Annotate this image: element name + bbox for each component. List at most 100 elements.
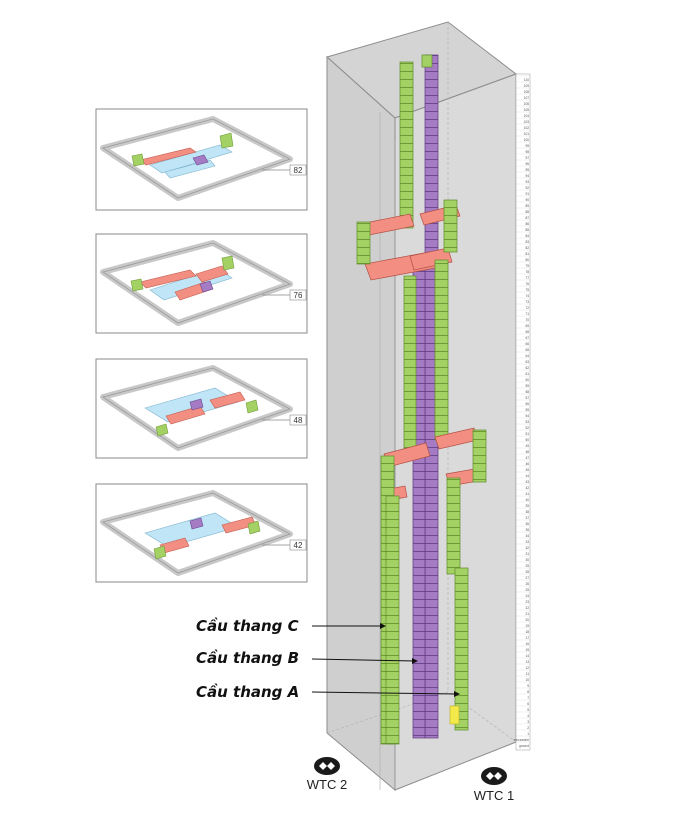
floor-scale-label: 102 xyxy=(524,126,530,130)
floor-scale-label: 80 xyxy=(525,258,529,262)
floor-scale-label: 52 xyxy=(525,426,529,430)
stair-a-callout: Cầu thang A xyxy=(196,682,460,701)
floor-scale-label: 68 xyxy=(525,330,529,334)
floor-scale-label: 43 xyxy=(525,480,529,484)
floor-scale-label: 104 xyxy=(524,114,530,118)
stairwell-upper-green-left xyxy=(399,61,414,229)
floor-scale-label: 75 xyxy=(525,288,529,292)
wtc-1-label: WTC 1 xyxy=(474,788,514,803)
wtc-2-label: WTC 2 xyxy=(307,777,347,792)
floor-scale-label: 60 xyxy=(525,378,529,382)
floor-scale-label: 44 xyxy=(525,474,529,478)
floor-scale-label: 67 xyxy=(525,336,529,340)
floor-scale-label: ground xyxy=(519,744,529,748)
stair-b-callout: Cầu thang B xyxy=(196,648,418,667)
floor-scale-label: 6 xyxy=(527,702,529,706)
floor-scale-label: 37 xyxy=(525,516,529,520)
floor-scale-label: 73 xyxy=(525,300,529,304)
floor-scale-label: 21 xyxy=(525,612,529,616)
floor-label-82: 82 xyxy=(294,166,303,175)
floor-scale-label: 93 xyxy=(525,180,529,184)
floor-scale-label: 17 xyxy=(525,636,529,640)
floor-scale-label: 98 xyxy=(525,150,529,154)
floor-scale-label: 24 xyxy=(525,594,529,598)
floor-scale-label: 19 xyxy=(525,624,529,628)
floor-scale-label: 56 xyxy=(525,402,529,406)
floor-scale-label: 26 xyxy=(525,582,529,586)
floor-scale-label: 88 xyxy=(525,210,529,214)
floor-scale-label: 100 xyxy=(524,138,530,142)
stairwell-middle-green xyxy=(403,259,449,451)
floor-scale: 1101091081071061051041031021011009998979… xyxy=(514,73,531,751)
transfer-corridor-lower xyxy=(383,427,487,502)
floor-scale-label: 64 xyxy=(525,354,529,358)
floor-scale-label: 94 xyxy=(525,174,529,178)
floor-scale-label: 95 xyxy=(525,168,529,172)
floor-scale-label: 31 xyxy=(525,552,529,556)
stair-c-label: Cầu thang C xyxy=(196,616,299,635)
stair-a-label: Cầu thang A xyxy=(196,682,299,701)
floor-scale-label: 32 xyxy=(525,546,529,550)
floor-scale-label: 108 xyxy=(524,90,530,94)
floor-plan-48: 48 xyxy=(95,358,308,459)
floor-scale-label: 76 xyxy=(525,282,529,286)
floor-scale-label: 57 xyxy=(525,396,529,400)
floor-scale-label: 50 xyxy=(525,438,529,442)
floor-scale-label: 101 xyxy=(524,132,530,136)
floor-scale-label: 48 xyxy=(525,450,529,454)
floor-plan-82: 82 xyxy=(95,108,308,211)
floor-scale-label: 85 xyxy=(525,228,529,232)
wtc-2-logo: WTC 2 xyxy=(307,757,347,792)
floor-scale-label: 97 xyxy=(525,156,529,160)
floor-scale-label: 59 xyxy=(525,384,529,388)
floor-scale-label: 38 xyxy=(525,510,529,514)
floor-scale-label: 109 xyxy=(524,84,530,88)
floor-scale-label: 27 xyxy=(525,576,529,580)
floor-scale-label: 20 xyxy=(525,618,529,622)
floor-scale-label: 110 xyxy=(524,78,529,82)
floor-scale-label: 42 xyxy=(525,486,529,490)
floor-scale-label: 22 xyxy=(525,606,529,610)
floor-scale-label: 77 xyxy=(525,276,529,280)
floor-scale-label: 10 xyxy=(525,678,529,682)
stairwell-right-middle xyxy=(446,477,461,575)
floor-scale-label: 79 xyxy=(525,264,529,268)
floor-scale-label: 2 xyxy=(527,726,529,730)
wtc-1-logo: WTC 1 xyxy=(474,767,514,803)
stairwell-c xyxy=(380,455,400,745)
floor-scale-label: 18 xyxy=(525,630,529,634)
floor-scale-label: mezzanine xyxy=(514,738,530,742)
floor-scale-label: 25 xyxy=(525,588,529,592)
floor-scale-label: 83 xyxy=(525,240,529,244)
floor-scale-label: 105 xyxy=(524,108,530,112)
floor-scale-label: 63 xyxy=(525,360,529,364)
floor-scale-label: 16 xyxy=(525,642,529,646)
floor-scale-label: 11 xyxy=(526,672,530,676)
floor-scale-label: 34 xyxy=(525,534,529,538)
floor-scale-label: 86 xyxy=(525,222,529,226)
stair-b-label: Cầu thang B xyxy=(196,648,299,667)
floor-scale-label: 29 xyxy=(525,564,529,568)
floor-scale-label: 89 xyxy=(525,204,529,208)
floor-scale-label: 78 xyxy=(525,270,529,274)
floor-scale-label: 54 xyxy=(525,414,529,418)
floor-scale-label: 36 xyxy=(525,522,529,526)
floor-scale-label: 47 xyxy=(525,456,529,460)
floor-scale-label: 5 xyxy=(527,708,529,712)
floor-scale-label: 33 xyxy=(525,540,529,544)
floor-scale-label: 51 xyxy=(525,432,529,436)
floor-plan-76: 76 xyxy=(95,233,308,334)
floor-scale-label: 72 xyxy=(525,306,529,310)
floor-scale-label: 41 xyxy=(525,492,529,496)
floor-scale-label: 70 xyxy=(525,318,529,322)
floor-scale-label: 74 xyxy=(525,294,529,298)
floor-scale-label: 91 xyxy=(525,192,529,196)
floor-scale-label: 81 xyxy=(525,252,529,256)
floor-scale-label: 82 xyxy=(525,246,529,250)
transfer-corridor-upper xyxy=(356,199,461,281)
floor-scale-label: 107 xyxy=(524,96,530,100)
floor-scale-label: 39 xyxy=(525,504,529,508)
floor-plan-42: 42 xyxy=(95,483,308,583)
floor-scale-label: 23 xyxy=(525,600,529,604)
